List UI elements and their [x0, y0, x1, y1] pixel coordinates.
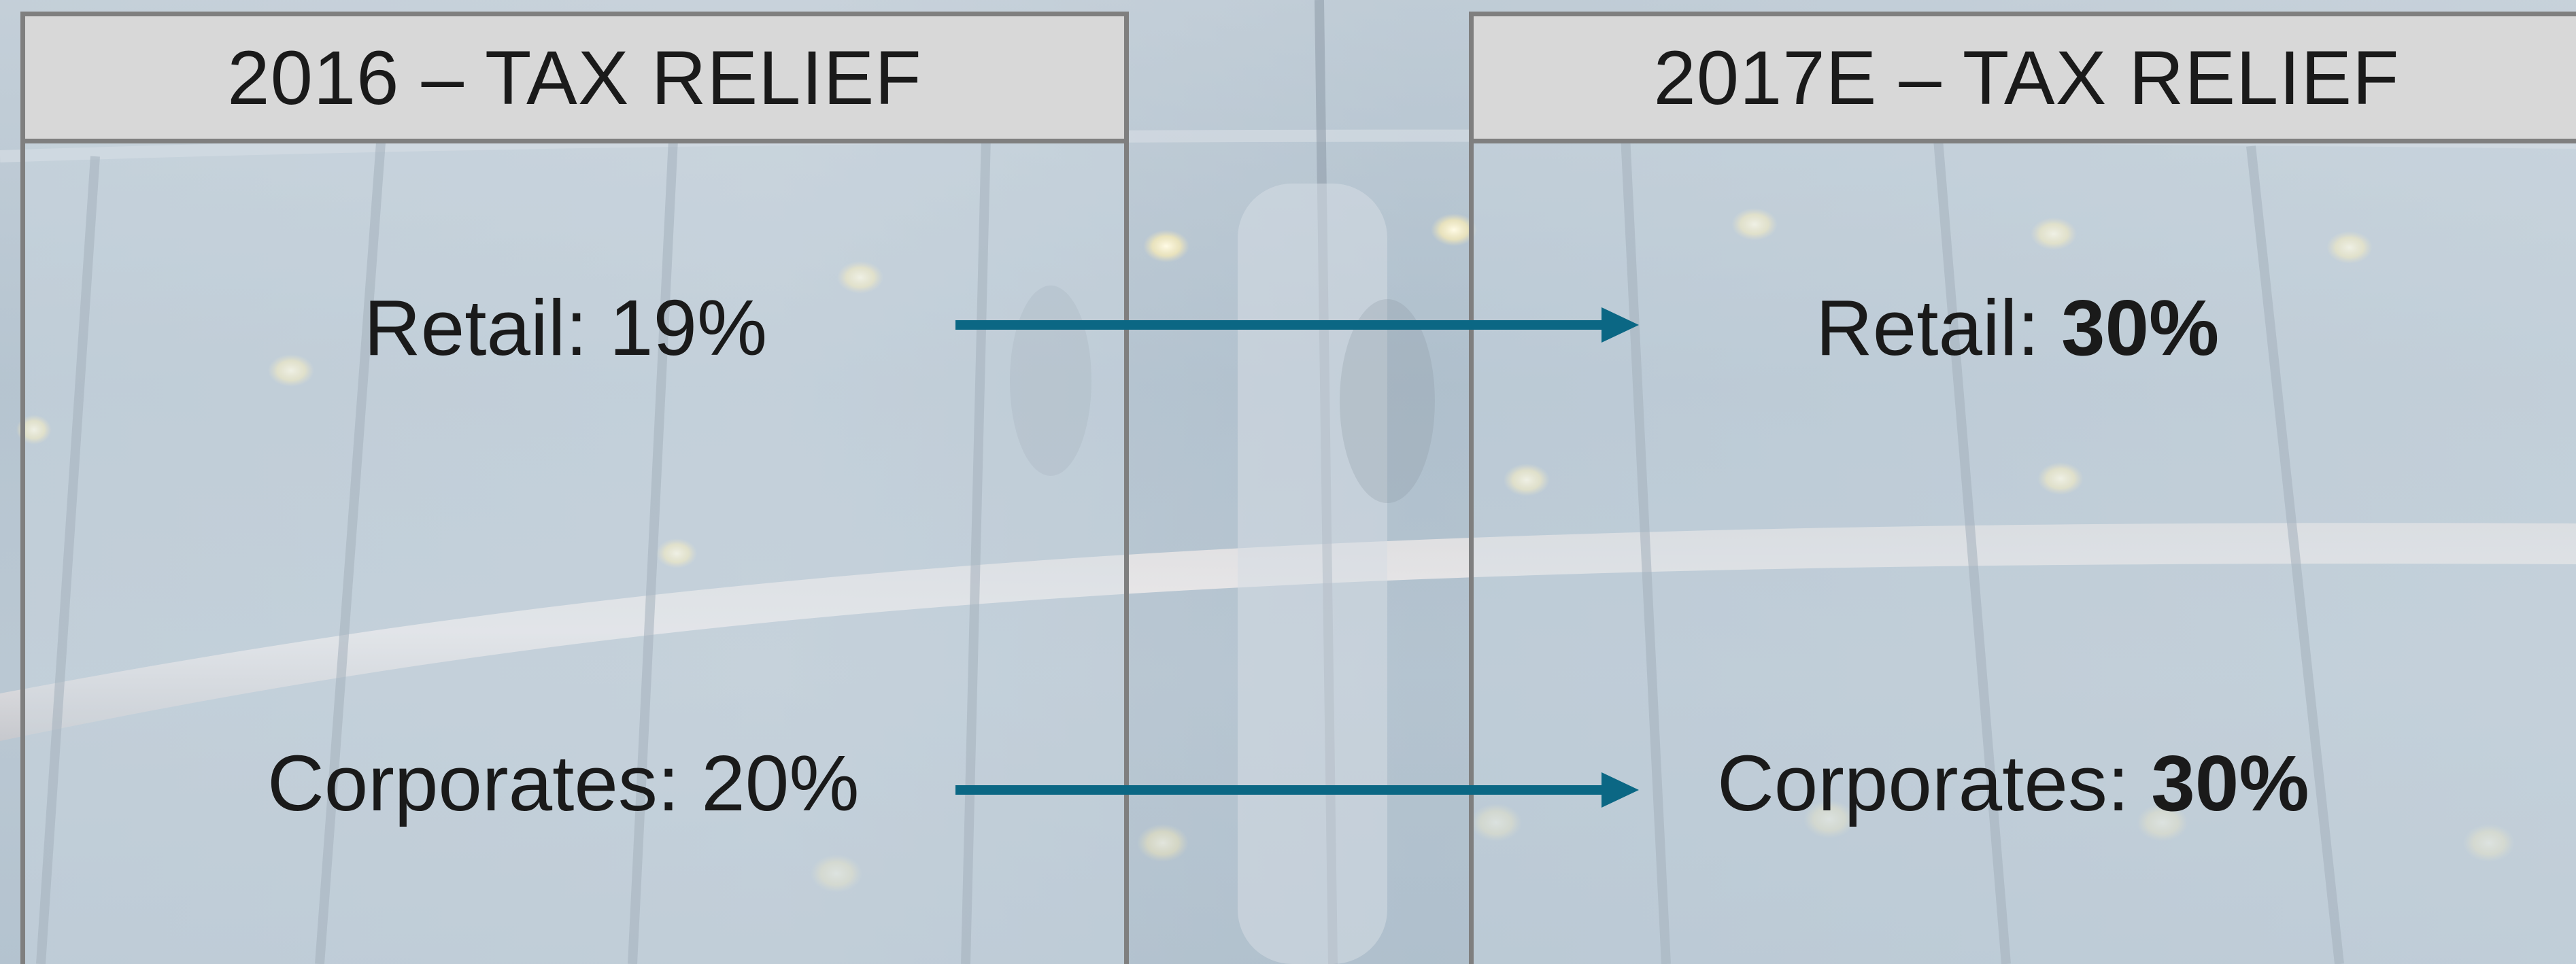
corporates-2017e-value: 30%	[2151, 739, 2309, 827]
retail-2016-label: Retail:	[364, 283, 610, 372]
panel-2017e: 2017E – TAX RELIEF	[1469, 12, 2576, 964]
retail-2017e-value: 30%	[2061, 283, 2220, 372]
corporates-2017e-stat: Corporates: 30%	[1717, 738, 2309, 829]
retail-2017e-label: Retail:	[1816, 283, 2062, 372]
retail-2016-value: 19%	[609, 283, 768, 372]
corporates-2017e-label: Corporates:	[1717, 739, 2152, 827]
panel-2017e-header: 2017E – TAX RELIEF	[1474, 16, 2576, 143]
retail-2017e-stat: Retail: 30%	[1816, 282, 2219, 373]
panel-2016: 2016 – TAX RELIEF	[20, 12, 1129, 964]
corporates-2016-value: 20%	[701, 739, 860, 827]
corporates-2016-label: Corporates:	[267, 739, 702, 827]
retail-2016-stat: Retail: 19%	[364, 282, 767, 373]
panel-2016-header: 2016 – TAX RELIEF	[25, 16, 1124, 143]
corporates-2016-stat: Corporates: 20%	[267, 738, 859, 829]
